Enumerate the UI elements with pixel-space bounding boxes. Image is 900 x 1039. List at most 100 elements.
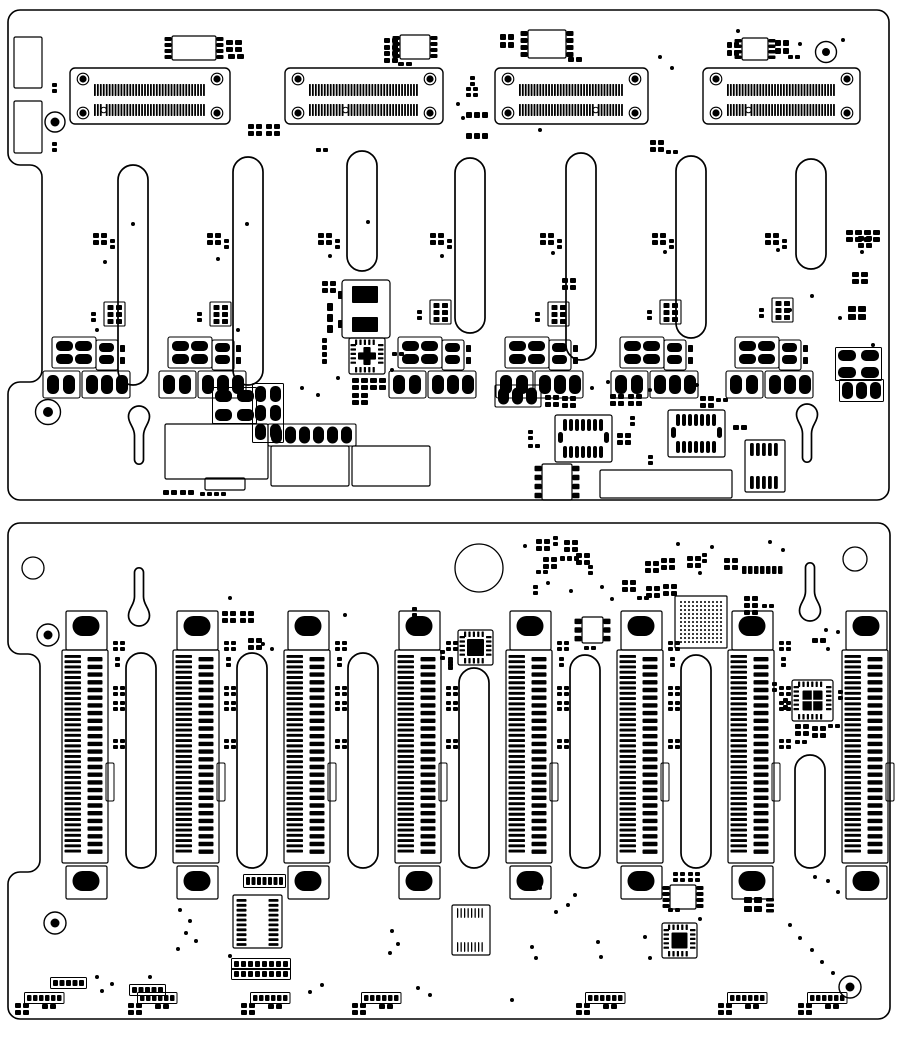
pad — [783, 705, 788, 710]
ball-pad — [700, 629, 702, 631]
cap-pad — [432, 375, 444, 394]
pad — [248, 645, 254, 650]
pad — [822, 995, 827, 1001]
pin-pad — [87, 710, 103, 716]
pin-pad — [867, 680, 883, 685]
pad — [702, 559, 707, 563]
pin-pad — [682, 414, 686, 426]
pad-outline — [250, 992, 291, 1004]
pin-pad — [286, 833, 303, 837]
pin-pad — [64, 812, 81, 816]
pad — [861, 367, 879, 378]
pin — [542, 104, 545, 116]
smd-pad-array — [248, 638, 262, 650]
pad — [736, 995, 741, 1001]
pad — [588, 995, 593, 1001]
pad — [39, 995, 44, 1001]
pin-pad — [198, 787, 214, 793]
smd-pad-array — [447, 239, 452, 249]
pad — [52, 142, 57, 146]
smd-pad-array — [91, 312, 96, 322]
pin — [158, 84, 161, 96]
pad — [269, 961, 274, 967]
pad — [803, 724, 809, 729]
pad — [138, 987, 144, 993]
pad — [625, 440, 631, 445]
pin — [815, 104, 818, 116]
smd-pad-array — [535, 312, 540, 322]
ball-pad — [704, 617, 706, 619]
pin-pad — [175, 655, 192, 658]
pin — [170, 104, 173, 116]
pin-pad — [236, 943, 247, 946]
test-point — [573, 893, 577, 897]
pin-pad — [64, 833, 81, 837]
pin — [120, 104, 123, 116]
ball-pad — [692, 637, 694, 639]
hole-center — [50, 117, 60, 127]
pin — [99, 84, 102, 96]
pin — [793, 690, 799, 693]
pad — [744, 603, 750, 608]
pad — [412, 618, 417, 622]
pin — [147, 84, 149, 96]
pin-pad — [286, 702, 303, 706]
smd-pad-array — [335, 701, 347, 711]
pad — [535, 312, 540, 316]
pin-pad — [508, 723, 525, 727]
corner-fiducial-dot — [712, 109, 720, 117]
pin — [571, 104, 574, 116]
pin-pad — [688, 441, 692, 453]
pin — [603, 104, 606, 116]
pin-pad — [268, 928, 279, 932]
pin — [568, 104, 571, 116]
pad — [734, 42, 739, 48]
pin — [464, 631, 467, 637]
smd-pad-array — [222, 611, 236, 623]
pin-pad — [867, 803, 883, 808]
test-point — [871, 343, 875, 347]
pin — [729, 84, 732, 96]
pin — [826, 686, 832, 689]
pin-pad — [64, 844, 81, 848]
pin-pad — [599, 446, 603, 458]
pin-pad — [116, 312, 122, 317]
pad — [15, 1003, 21, 1008]
die — [671, 932, 688, 949]
pin-pad — [867, 757, 883, 762]
pin — [762, 104, 765, 116]
pin-pad — [397, 676, 414, 679]
pin-pad — [198, 818, 214, 824]
smd-pad-array — [864, 230, 880, 242]
pin — [332, 84, 335, 96]
smd-pad-array — [700, 396, 714, 408]
pad — [661, 565, 667, 570]
pin-pad — [286, 765, 303, 769]
winding-pad — [352, 317, 378, 332]
pad — [557, 686, 562, 690]
pin-pad — [753, 757, 769, 762]
pin — [551, 84, 553, 96]
pad — [535, 318, 540, 322]
pad — [744, 610, 750, 615]
pin-pad — [867, 841, 883, 847]
test-point — [831, 971, 835, 975]
pin-pad — [534, 474, 542, 481]
test-point — [103, 260, 107, 264]
pin — [363, 339, 366, 345]
test-point — [663, 250, 667, 254]
pin-pad — [508, 681, 525, 685]
smd-pad-array — [766, 898, 774, 913]
pin-pad — [286, 786, 303, 790]
capacitor-bank — [610, 336, 699, 399]
pin — [359, 84, 362, 96]
pin-pad — [175, 665, 192, 669]
ball-pad — [680, 621, 682, 623]
pad — [772, 566, 777, 574]
pad — [748, 995, 753, 1001]
pad — [256, 638, 262, 643]
slot-cutout — [675, 155, 707, 339]
pad — [440, 650, 445, 654]
pad — [228, 54, 235, 59]
cap-pad — [215, 355, 230, 364]
